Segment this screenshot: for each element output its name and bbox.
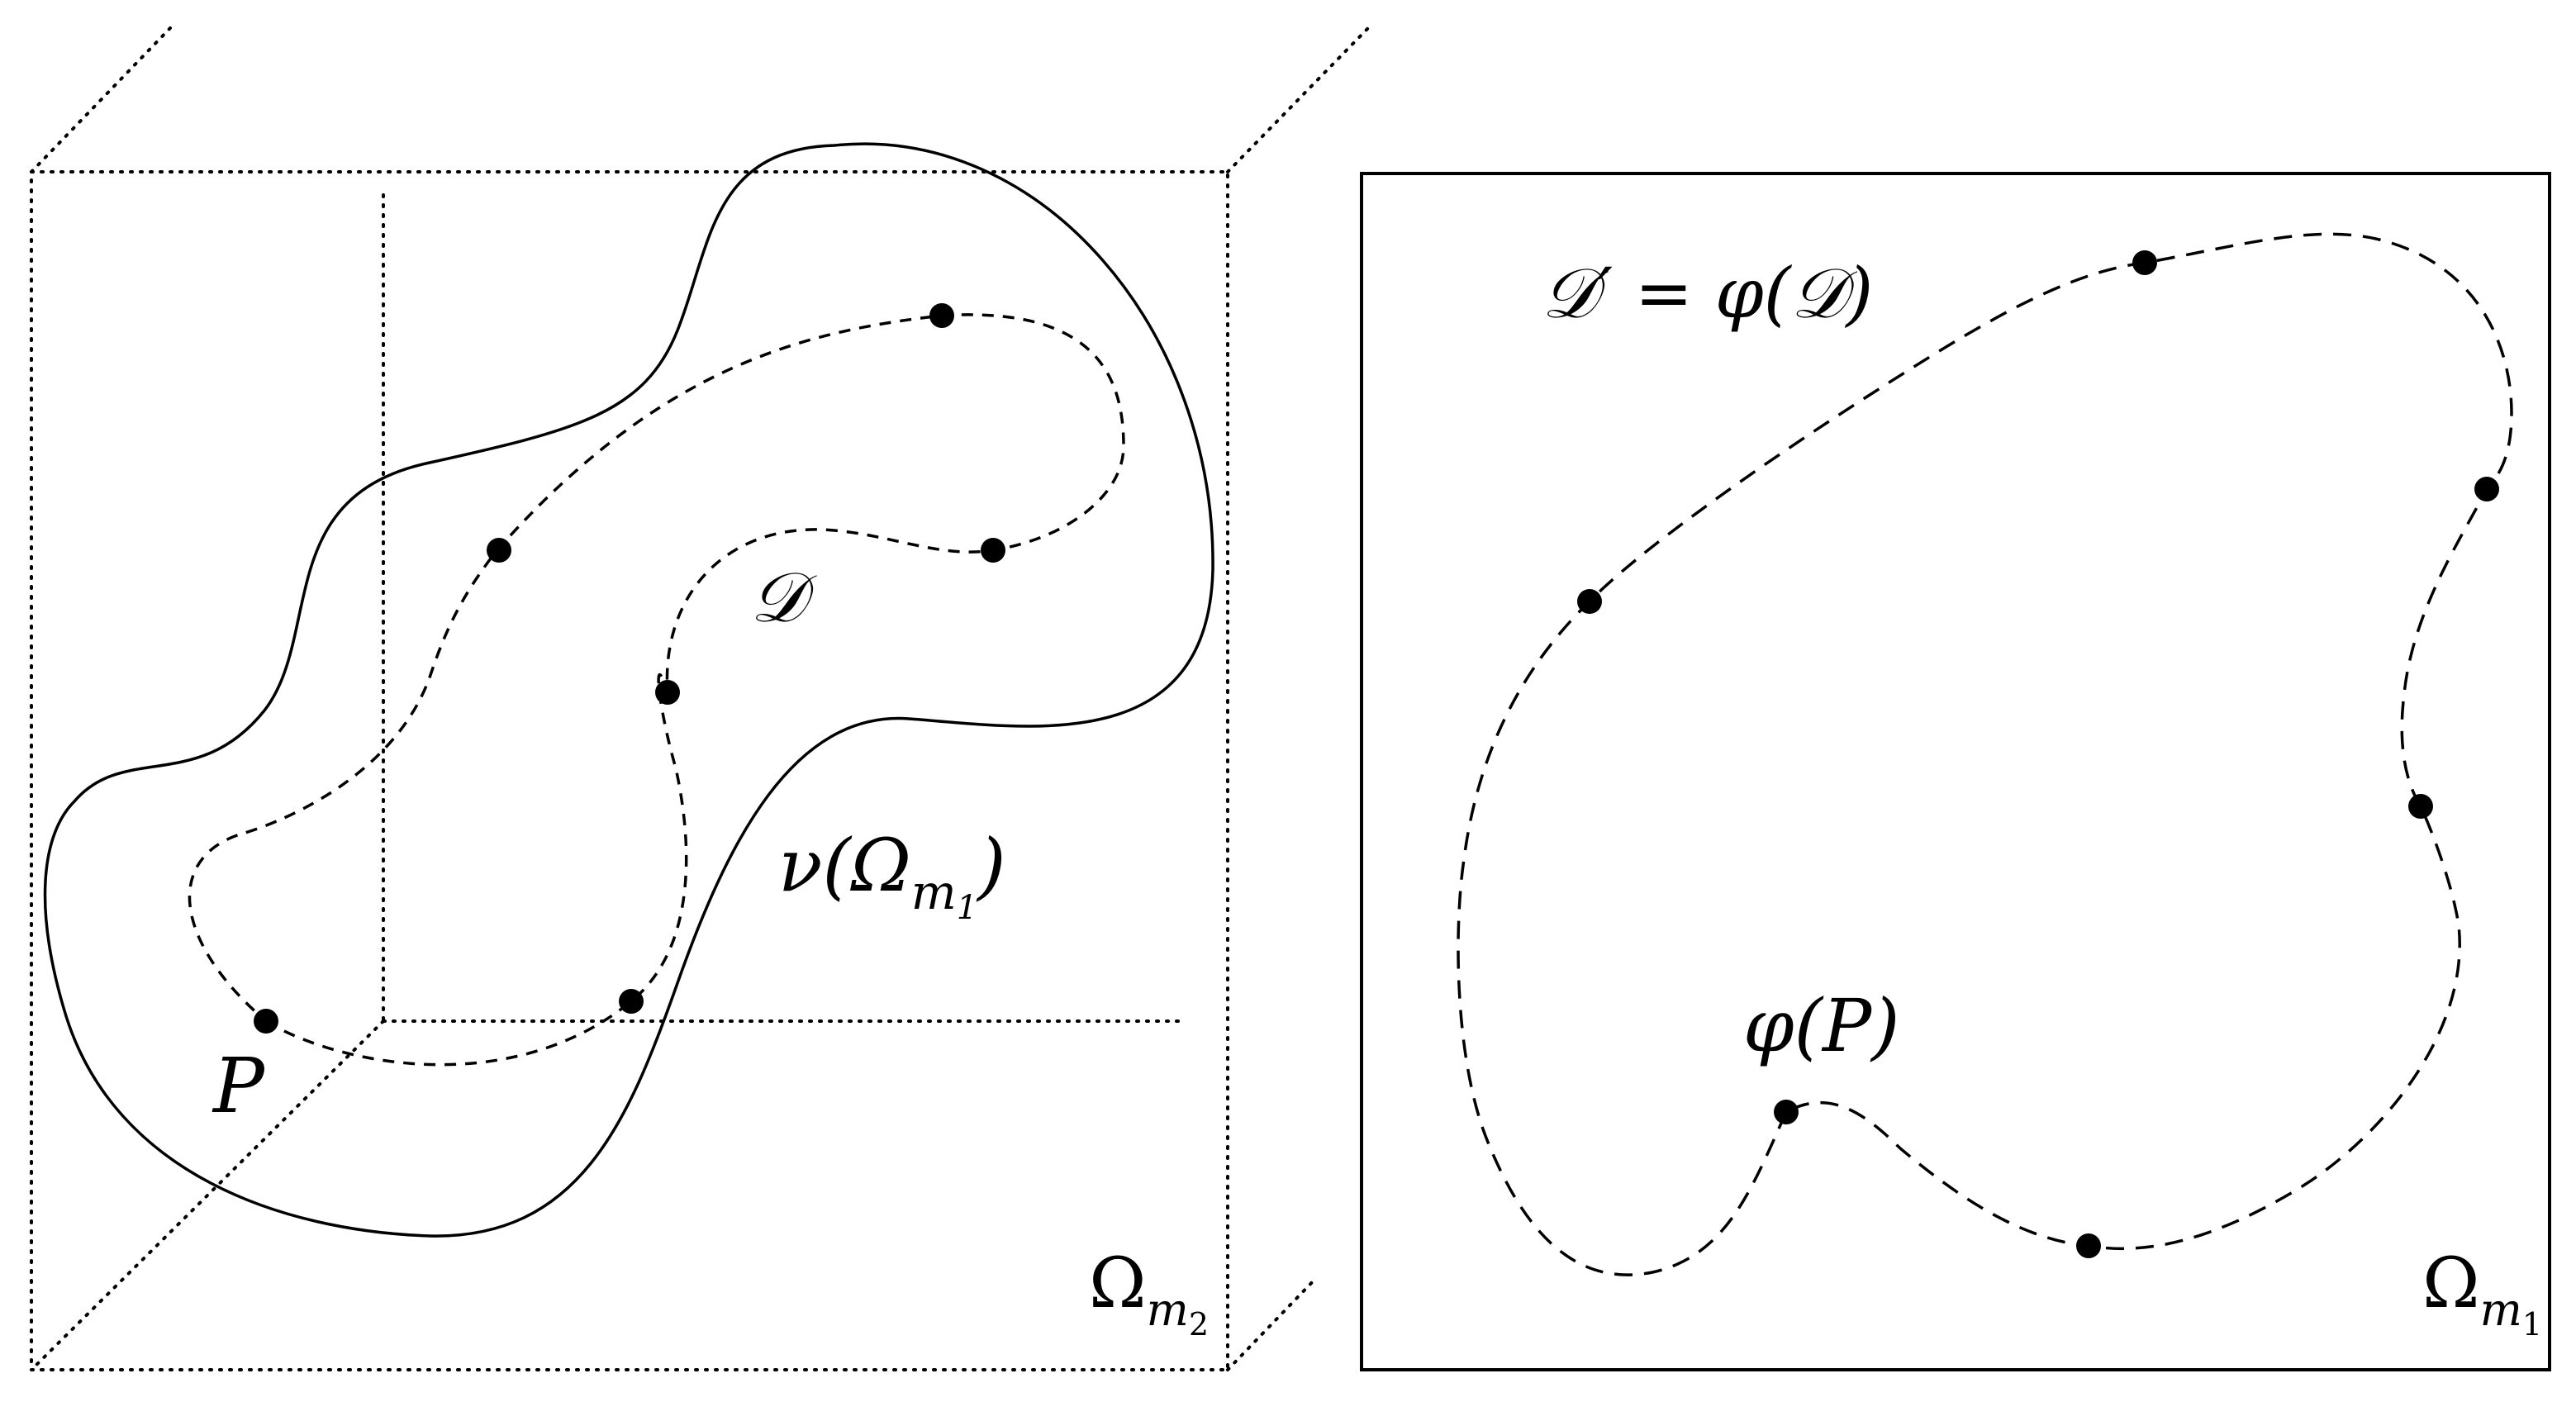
curve-d-prime-point — [2132, 250, 2157, 275]
point-p — [254, 1009, 278, 1034]
curve-d-prime — [1457, 232, 2513, 1276]
point-phi-p-label: φ(P) — [1743, 983, 1900, 1068]
curve-d-prime-points — [1577, 250, 2499, 1258]
curve-d — [188, 313, 1125, 1067]
point-phi-p — [1774, 1100, 1799, 1124]
curve-d-point — [487, 538, 511, 563]
curve-d-point — [655, 680, 680, 705]
cube-hidden-diagonal — [30, 1019, 385, 1371]
right-panel: 𝒟′ = φ(𝒟) φ(P) Ωm1 — [1360, 172, 2551, 1371]
curve-d-point — [619, 989, 644, 1014]
surface-label: ν(Ωm1) — [778, 823, 1006, 927]
curve-d-prime-point — [2474, 477, 2499, 501]
point-p-label: P — [211, 1042, 266, 1130]
curve-d-point — [981, 538, 1005, 563]
curve-d-prime-point — [2076, 1233, 2101, 1258]
curve-d-points — [254, 303, 1005, 1034]
cube-edge-top-left — [30, 26, 172, 173]
cube-front-face — [30, 170, 1229, 1371]
left-panel: 𝒟 ν(Ωm1) P Ωm2 — [30, 26, 1370, 1371]
right-domain-label: Ωm1 — [2422, 1243, 2542, 1343]
curve-d-prime-label: 𝒟′ = φ(𝒟) — [1542, 253, 1873, 334]
surface-outline — [43, 142, 1214, 1238]
curve-d-prime-point — [2408, 794, 2433, 819]
right-frame — [1360, 172, 2551, 1371]
curve-d-prime-point — [1577, 589, 1602, 614]
cube-edge-bottom-right — [1226, 1276, 1319, 1371]
curve-d-point — [929, 303, 954, 328]
cube-edge-top-right — [1226, 26, 1370, 173]
dotted-cube — [30, 26, 1370, 1371]
left-domain-label: Ωm2 — [1089, 1243, 1209, 1343]
curve-d-label: 𝒟 — [750, 557, 817, 638]
